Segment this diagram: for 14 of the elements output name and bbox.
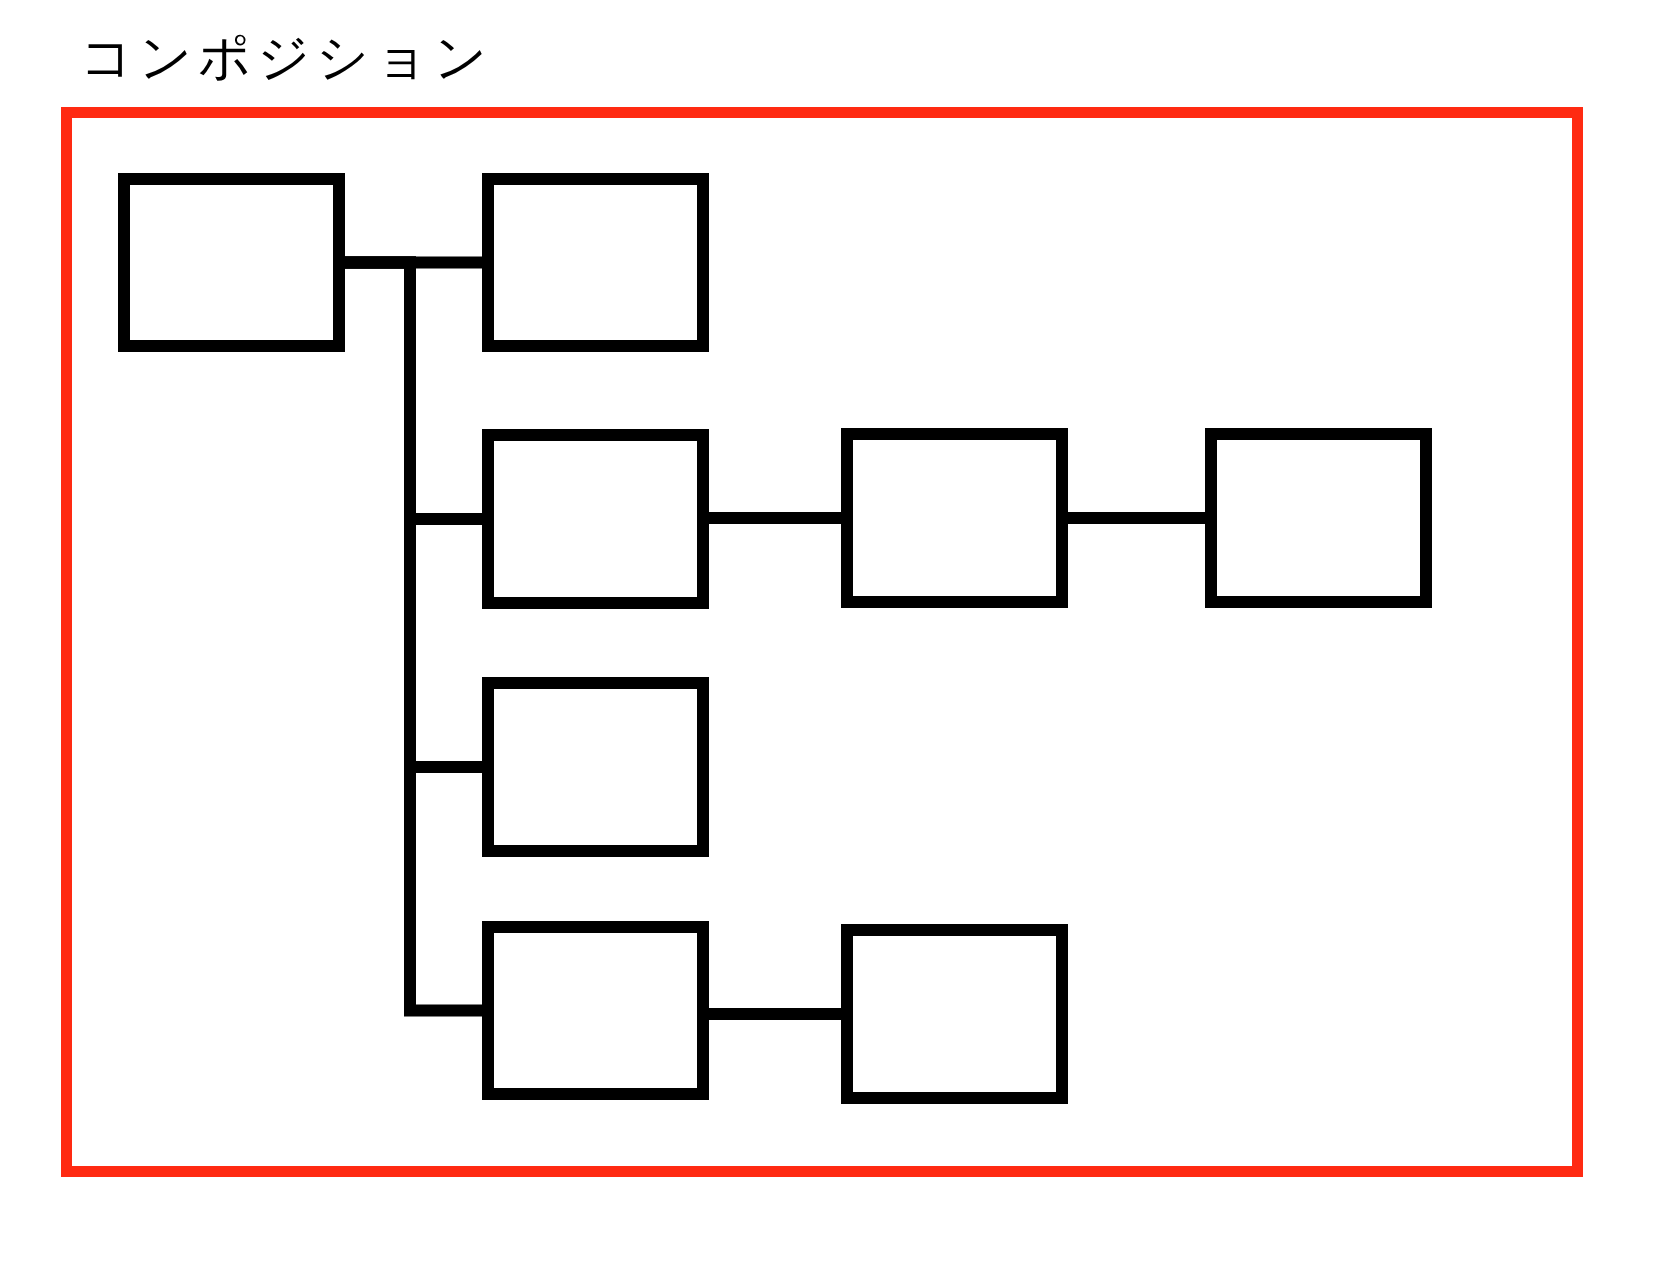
empty-box bbox=[1205, 428, 1432, 608]
frame bbox=[61, 107, 1583, 1177]
empty-box bbox=[482, 173, 709, 352]
connector-line bbox=[1068, 512, 1205, 524]
empty-box bbox=[118, 173, 345, 352]
empty-box bbox=[482, 921, 709, 1100]
connector-line bbox=[709, 1008, 841, 1020]
connector-line bbox=[709, 512, 841, 524]
title: コンポジション bbox=[80, 26, 493, 89]
connector-line bbox=[345, 256, 482, 1017]
empty-box bbox=[482, 429, 709, 609]
empty-box bbox=[841, 924, 1068, 1104]
empty-box bbox=[482, 677, 709, 857]
empty-box bbox=[841, 428, 1068, 608]
